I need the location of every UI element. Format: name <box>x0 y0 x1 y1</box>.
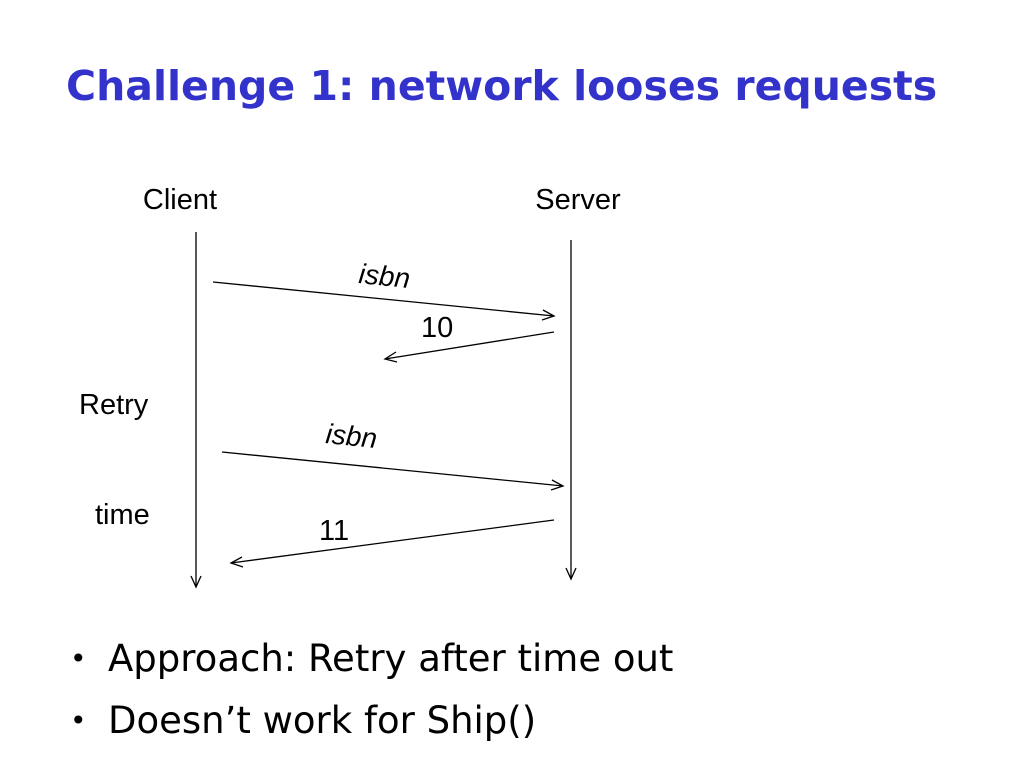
request-arrow-1 <box>212 281 556 321</box>
server-label: Server <box>535 184 621 216</box>
bullet-text: Approach: Retry after time out <box>108 637 674 680</box>
response-arrow-2 <box>229 519 555 568</box>
retry-label: Retry <box>79 389 149 421</box>
response-arrow-1 <box>383 331 555 363</box>
sequence-diagram: Client Server isbn 10 Retry isbn time 11 <box>79 184 621 589</box>
request-label-1: isbn <box>357 258 411 294</box>
bullet-item: • Approach: Retry after time out <box>70 628 673 690</box>
client-lifeline <box>190 232 202 589</box>
bullet-text: Doesn’t work for Ship() <box>108 699 537 742</box>
response-label-1: 10 <box>421 312 453 344</box>
response-label-2: 11 <box>319 515 349 547</box>
bullet-item: • Doesn’t work for Ship() <box>70 690 673 752</box>
slide-title: Challenge 1: network looses requests <box>66 62 938 110</box>
request-arrow-2 <box>221 451 565 491</box>
bullet-marker: • <box>70 704 87 737</box>
bullet-marker: • <box>70 642 87 675</box>
server-lifeline <box>565 240 577 581</box>
time-label: time <box>95 499 150 531</box>
bullet-list: • Approach: Retry after time out • Doesn… <box>70 628 673 752</box>
request-label-2: isbn <box>324 418 378 454</box>
client-label: Client <box>143 184 217 216</box>
